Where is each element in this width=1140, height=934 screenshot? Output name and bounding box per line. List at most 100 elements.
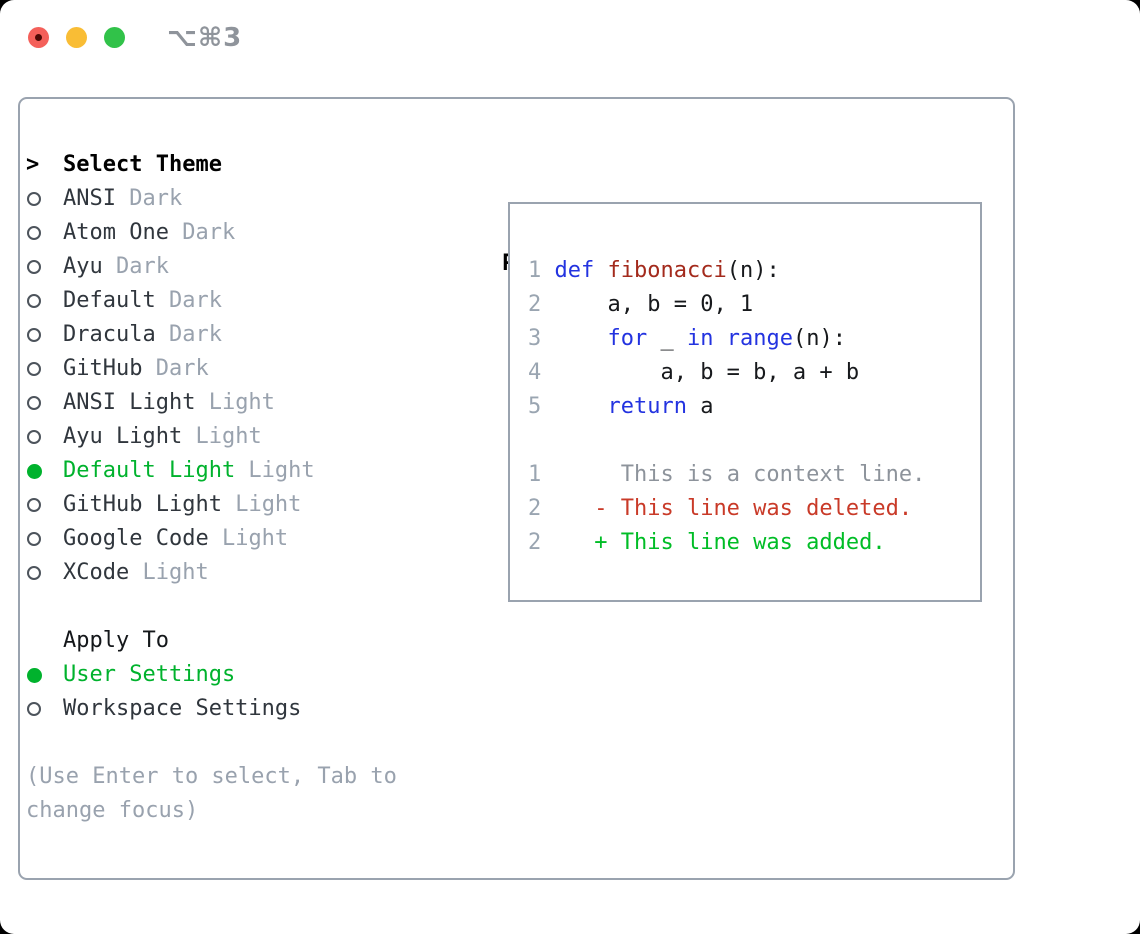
radio-icon[interactable] xyxy=(27,294,41,308)
radio-icon[interactable] xyxy=(26,396,63,410)
radio-icon[interactable] xyxy=(26,566,63,580)
theme-variant-label: Light xyxy=(129,560,209,585)
radio-icon[interactable] xyxy=(27,192,41,206)
theme-option-github[interactable]: GitHub Dark xyxy=(26,352,466,386)
theme-option-label: GitHub Light xyxy=(63,492,222,517)
radio-icon[interactable] xyxy=(26,532,63,546)
theme-variant-label: Dark xyxy=(115,186,183,211)
radio-selected-icon[interactable] xyxy=(26,463,63,479)
code-segment-ln: 2 xyxy=(528,530,542,555)
radio-icon[interactable] xyxy=(26,226,63,240)
theme-option-label: XCode xyxy=(63,560,130,585)
radio-icon[interactable] xyxy=(26,328,63,342)
code-segment-pl xyxy=(555,394,608,419)
theme-variant-label: Dark xyxy=(168,220,236,245)
zoom-button[interactable] xyxy=(104,27,125,48)
radio-selected-icon[interactable] xyxy=(26,667,63,683)
code-segment-fn: fibonacci xyxy=(607,258,727,283)
code-segment-pl xyxy=(594,258,607,283)
radio-icon[interactable] xyxy=(26,192,63,206)
theme-variant-label: Dark xyxy=(102,254,169,279)
close-button[interactable] xyxy=(28,27,49,48)
code-segment-pl: a, b = b, a + b xyxy=(554,360,860,385)
code-segment-pl xyxy=(541,530,594,555)
code-segment-kw: return xyxy=(607,394,687,419)
radio-selected-icon[interactable] xyxy=(27,667,42,683)
theme-option-xcode[interactable]: XCode Light xyxy=(26,556,466,590)
theme-variant-label: Dark xyxy=(155,288,222,313)
theme-option-label: Dracula xyxy=(63,322,156,347)
theme-option-ayu-light[interactable]: Ayu Light Light xyxy=(26,420,466,454)
radio-icon[interactable] xyxy=(27,566,41,580)
code-segment-pl: a, b = 0, 1 xyxy=(554,292,754,317)
code-line: 2 a, b = 0, 1 xyxy=(528,288,980,322)
radio-icon[interactable] xyxy=(27,362,41,376)
radio-icon[interactable] xyxy=(27,226,41,240)
code-segment-ln: 1 xyxy=(528,462,542,487)
code-segment-add: + This line was added. xyxy=(594,530,886,555)
spacer xyxy=(26,590,466,624)
code-segment-kw: in xyxy=(686,326,714,351)
code-segment-pl: a xyxy=(686,394,714,419)
apply-option-workspace-settings[interactable]: Workspace Settings xyxy=(26,692,466,726)
code-segment-ln: 3 xyxy=(528,326,555,351)
theme-option-default[interactable]: Default Dark xyxy=(26,284,466,318)
radio-icon[interactable] xyxy=(26,702,63,716)
theme-option-label: Ayu xyxy=(63,254,103,279)
theme-variant-label: Light xyxy=(208,526,289,551)
theme-option-atom-one[interactable]: Atom One Dark xyxy=(26,216,466,250)
radio-icon[interactable] xyxy=(27,396,41,410)
theme-option-ayu[interactable]: Ayu Dark xyxy=(26,250,466,284)
code-segment-pl: (n): xyxy=(792,326,846,351)
theme-option-label: Google Code xyxy=(63,526,209,551)
theme-option-google-code[interactable]: Google Code Light xyxy=(26,522,466,556)
code-segment-ctx: This is a context line. xyxy=(620,462,926,487)
theme-option-ansi[interactable]: ANSI Dark xyxy=(26,182,466,216)
select-theme-title: Select Theme xyxy=(63,152,222,177)
apply-to-header: Apply To xyxy=(26,624,466,658)
radio-icon[interactable] xyxy=(26,362,63,376)
theme-option-default-light[interactable]: Default Light Light xyxy=(26,454,466,488)
radio-icon[interactable] xyxy=(27,702,41,716)
theme-option-ansi-light[interactable]: ANSI Light Light xyxy=(26,386,466,420)
theme-option-label: Default Light xyxy=(63,458,236,483)
code-segment-ln: 5 xyxy=(528,394,555,419)
theme-option-github-light[interactable]: GitHub Light Light xyxy=(26,488,466,522)
radio-icon[interactable] xyxy=(26,430,63,444)
code-line: 2 + This line was added. xyxy=(528,526,980,560)
radio-icon[interactable] xyxy=(26,260,63,274)
code-line xyxy=(528,220,980,254)
theme-option-label: GitHub xyxy=(63,356,143,381)
spacer xyxy=(26,726,466,760)
theme-variant-label: Light xyxy=(235,458,315,483)
radio-selected-icon[interactable] xyxy=(27,463,42,479)
code-segment-ln: 2 xyxy=(528,496,542,521)
code-segment-ln: 4 xyxy=(528,360,555,385)
code-line xyxy=(528,424,980,458)
code-segment-pl: (n): xyxy=(726,258,780,283)
theme-option-dracula[interactable]: Dracula Dark xyxy=(26,318,466,352)
theme-option-label: Ayu Light xyxy=(63,424,183,449)
theme-variant-label: Dark xyxy=(155,322,222,347)
code-line: 1 This is a context line. xyxy=(528,458,980,492)
radio-icon[interactable] xyxy=(26,294,63,308)
radio-icon[interactable] xyxy=(27,260,41,274)
theme-option-label: Atom One xyxy=(63,220,169,245)
code-line: 2 - This line was deleted. xyxy=(528,492,980,526)
radio-icon[interactable] xyxy=(27,498,41,512)
radio-icon[interactable] xyxy=(27,532,41,546)
minimize-button[interactable] xyxy=(66,27,87,48)
apply-option-user-settings[interactable]: User Settings xyxy=(26,658,466,692)
code-segment-pl xyxy=(541,462,620,487)
radio-icon[interactable] xyxy=(26,498,63,512)
radio-icon[interactable] xyxy=(27,430,41,444)
theme-variant-label: Light xyxy=(195,390,275,415)
code-segment-pl xyxy=(541,496,594,521)
radio-icon[interactable] xyxy=(27,328,41,342)
window-title: ⌥⌘3 xyxy=(167,23,243,53)
